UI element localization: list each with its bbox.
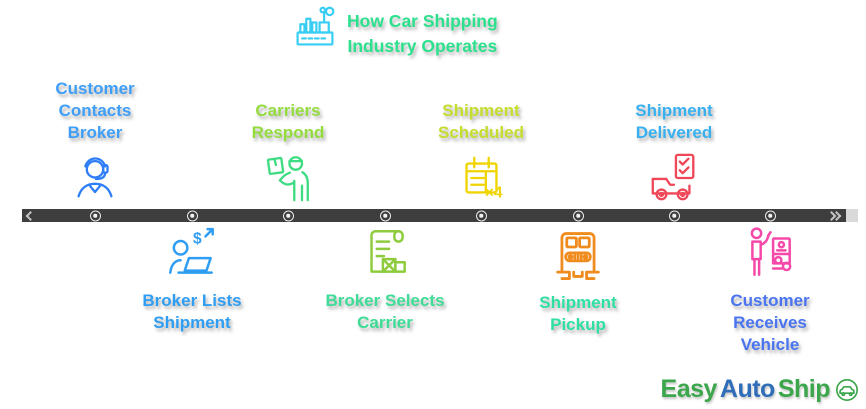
timeline-node xyxy=(282,210,294,221)
factory-chart-icon xyxy=(293,5,337,49)
carrier-package-icon xyxy=(261,151,315,205)
timeline-node xyxy=(475,210,487,221)
step-customer-receives-vehicle: Customer Receives Vehicle xyxy=(688,225,852,356)
step-label: Customer Receives Vehicle xyxy=(730,291,810,355)
step-label: Carriers Respond xyxy=(251,100,325,142)
step-label: Shipment Scheduled xyxy=(438,100,524,142)
page-title: How Car Shipping Industry Operates xyxy=(347,11,498,57)
brand-logo: Easy Auto Ship xyxy=(661,375,859,404)
car-badge-icon xyxy=(833,378,859,402)
step-label: Broker Lists Shipment xyxy=(142,291,242,333)
timeline-node xyxy=(89,210,101,221)
timeline-bar xyxy=(22,209,846,222)
step-label: Shipment Delivered xyxy=(635,100,713,142)
timeline-arrow-left-icon xyxy=(25,210,36,221)
calendar-x4-icon: ×4 xyxy=(454,151,508,205)
step-carriers-respond: Carriers Respond xyxy=(206,100,370,205)
delivery-checklist-icon xyxy=(647,151,701,205)
shipping-list-icon xyxy=(356,225,414,283)
timeline-node xyxy=(668,210,680,221)
step-broker-lists-shipment: $ Broker Lists Shipment xyxy=(110,225,274,334)
step-customer-contacts-broker: Customer Contacts Broker xyxy=(13,78,177,205)
step-label: Customer Contacts Broker xyxy=(55,78,135,142)
step-label: Broker Selects Carrier xyxy=(325,291,445,333)
title-block: How Car Shipping Industry Operates xyxy=(293,5,498,60)
support-agent-icon xyxy=(68,151,122,205)
timeline-node xyxy=(572,210,584,221)
logo-text-ship: Ship xyxy=(777,375,831,403)
svg-text:$: $ xyxy=(193,231,202,248)
step-broker-selects-carrier: Broker Selects Carrier xyxy=(303,225,467,334)
timeline-tail xyxy=(846,209,858,222)
logo-text-easy: Easy xyxy=(660,375,718,403)
timeline-node xyxy=(186,210,198,221)
customer-vehicle-icon xyxy=(741,225,799,283)
timeline-node xyxy=(379,210,391,221)
step-shipment-pickup: Shipment Pickup xyxy=(496,225,660,336)
truck-front-icon xyxy=(548,225,608,285)
broker-laptop-icon: $ xyxy=(163,225,221,283)
step-shipment-scheduled: Shipment Scheduled ×4 xyxy=(399,100,563,205)
svg-text:×4: ×4 xyxy=(485,184,503,201)
step-shipment-delivered: Shipment Delivered xyxy=(592,100,756,205)
timeline-node xyxy=(764,210,776,221)
logo-text-auto: Auto xyxy=(719,375,775,403)
step-label: Shipment Pickup xyxy=(539,293,617,335)
